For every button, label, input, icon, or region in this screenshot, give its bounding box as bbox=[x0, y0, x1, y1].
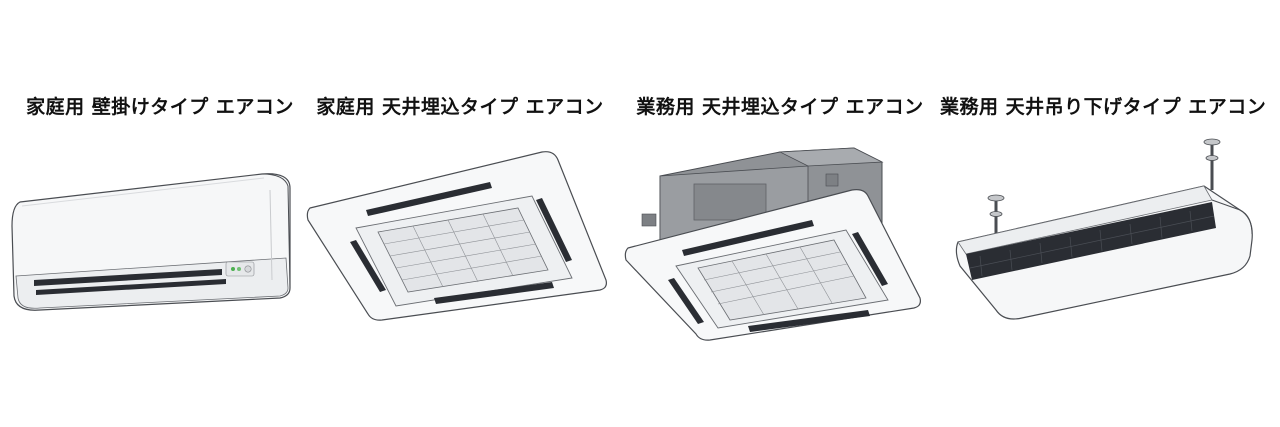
ceiling-suspended-ac-icon bbox=[955, 138, 1253, 320]
product-title: 業務用 天井吊り下げタイプ エアコン bbox=[940, 96, 1267, 118]
unit-housing bbox=[641, 147, 884, 241]
ceiling-cassette-ac-icon bbox=[306, 151, 607, 321]
wall-mounted-ac-icon bbox=[11, 173, 291, 311]
hanging-rods bbox=[987, 138, 1221, 242]
intake-grille bbox=[377, 207, 549, 293]
commercial-ceiling-cassette-ac-icon bbox=[624, 147, 921, 341]
product-title: 家庭用 壁掛けタイプ エアコン bbox=[26, 96, 294, 118]
product-home-ceiling-cassette: 家庭用 天井埋込タイプ エアコン bbox=[300, 0, 620, 427]
intake-grille bbox=[697, 239, 867, 321]
product-title: 家庭用 天井埋込タイプ エアコン bbox=[316, 96, 604, 118]
air-outlet bbox=[966, 202, 1216, 280]
product-ceiling-suspended: 業務用 天井吊り下げタイプ エアコン bbox=[940, 0, 1267, 427]
product-wall-mounted: 家庭用 壁掛けタイプ エアコン bbox=[0, 0, 320, 427]
product-commercial-ceiling-cassette: 業務用 天井埋込タイプ エアコン bbox=[620, 0, 940, 427]
product-title: 業務用 天井埋込タイプ エアコン bbox=[636, 96, 924, 118]
